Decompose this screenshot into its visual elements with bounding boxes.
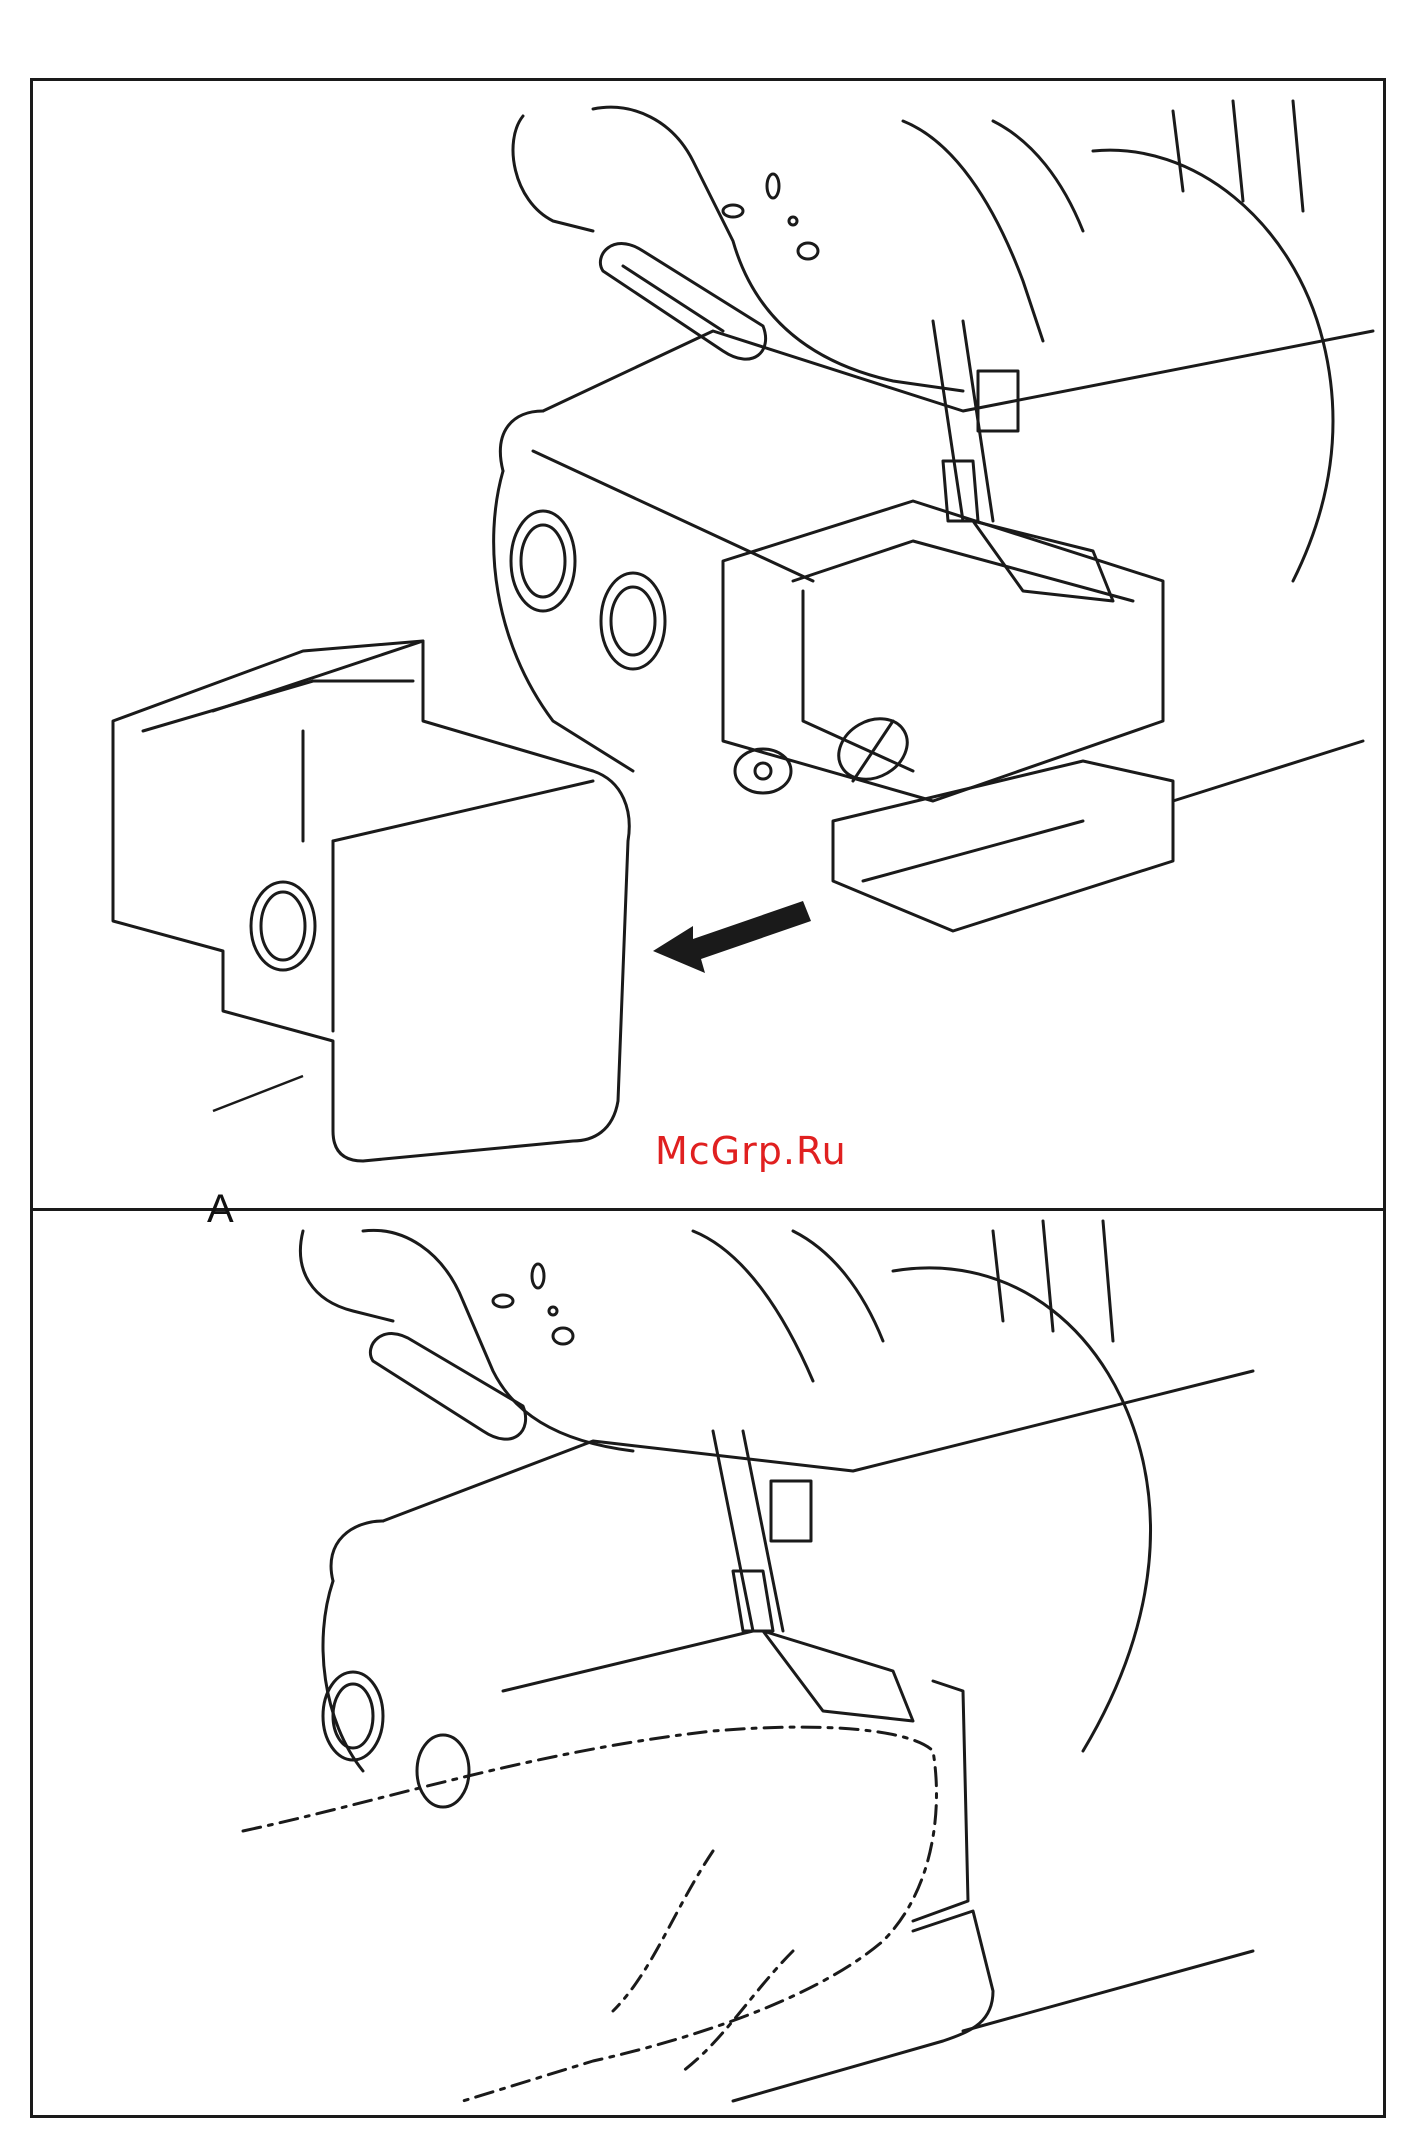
- top-panel-remove-cover: [33, 81, 1383, 1211]
- figure-frame: A McGrp.Ru: [30, 78, 1386, 2118]
- part-label-a: A: [207, 1187, 234, 1232]
- bottom-panel-free-arm-sewing: [33, 1211, 1383, 2115]
- watermark-text: McGrp.Ru: [655, 1129, 847, 1173]
- label-a-leader-line: [33, 81, 1383, 1211]
- machine-bottom-illustration: [33, 1211, 1383, 2115]
